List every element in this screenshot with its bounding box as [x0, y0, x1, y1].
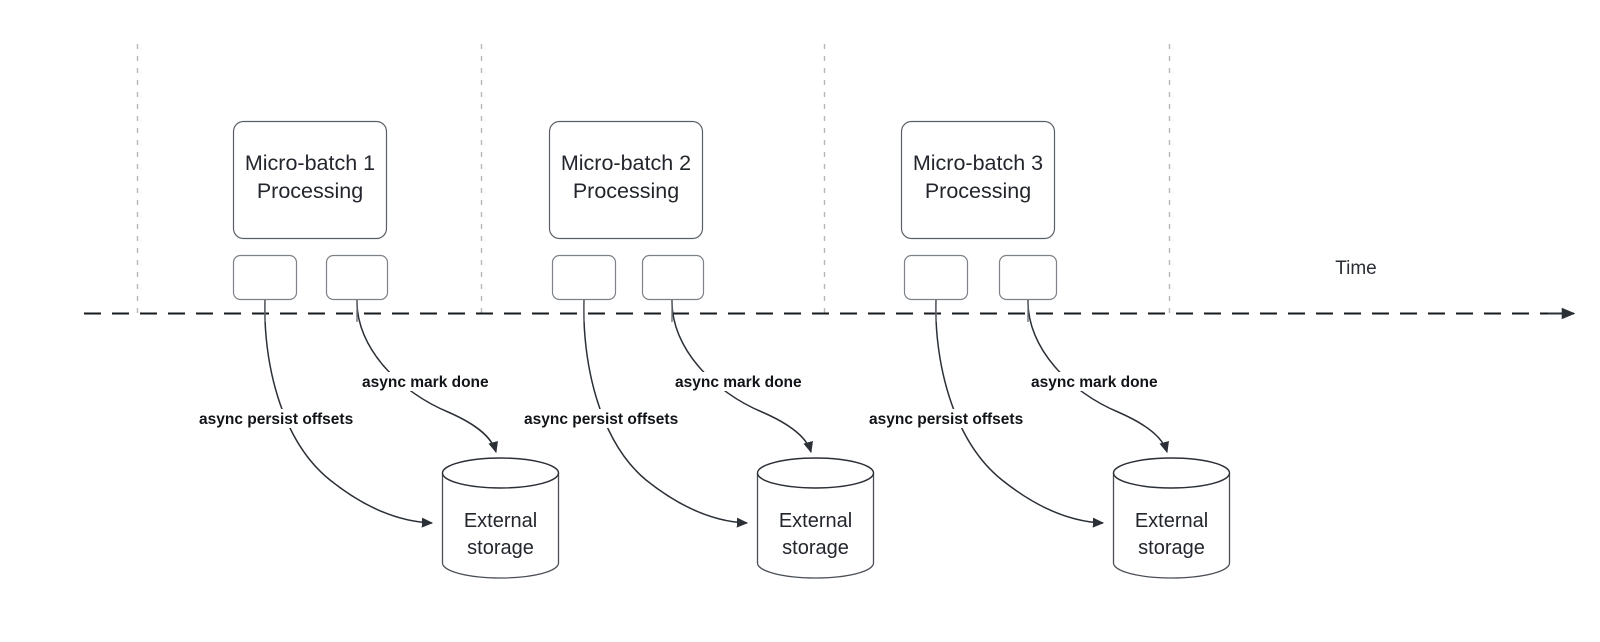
batch-3-persist-label-bg — [866, 409, 1046, 428]
edge-batch-1-mark-done — [356, 299, 498, 454]
batch-group-3: Micro-batch 3 Processing External storag… — [866, 120, 1231, 579]
edge-batch-2-persist-offsets — [583, 299, 749, 528]
batch-2-storage-line1: External — [779, 510, 852, 532]
batch-2-mark-done-label-bg — [671, 372, 815, 391]
batch-3-task-b-box[interactable] — [998, 254, 1058, 301]
edge-batch-3-mark-done — [1027, 299, 1169, 454]
batch-3-mark-done-label: async mark done — [1031, 374, 1158, 391]
batch-3-storage-line1: External — [1135, 510, 1208, 532]
batch-2-title-line1: Micro-batch 2 — [561, 151, 691, 175]
batch-2-persist-offsets-label: async persist offsets — [524, 411, 678, 428]
batch-3-storage-line2: storage — [1138, 537, 1205, 559]
time-axis: Time — [84, 258, 1576, 320]
batch-1-persist-offsets-label: async persist offsets — [199, 411, 353, 428]
batch-2-mark-done-label: async mark done — [675, 374, 802, 391]
timeline-dividers — [136, 44, 1171, 313]
batch-1-processing-box[interactable] — [232, 120, 388, 240]
batch-3-title-line1: Micro-batch 3 — [913, 151, 1043, 175]
batch-3-mark-done-label-bg — [1028, 372, 1172, 391]
batch-1-mark-done-label-bg — [358, 372, 502, 391]
batch-2-title-line2: Processing — [573, 179, 679, 203]
batch-2-processing-box[interactable] — [548, 120, 704, 240]
batch-1-task-a-box[interactable] — [232, 254, 298, 301]
batch-2-task-b-box[interactable] — [641, 254, 705, 301]
batch-1-task-b-box[interactable] — [325, 254, 389, 301]
batch-1-mark-done-label: async mark done — [362, 374, 489, 391]
batch-3-processing-box[interactable] — [900, 120, 1056, 240]
batch-1-persist-label-bg — [196, 409, 376, 428]
batch-2-persist-label-bg — [521, 409, 701, 428]
edge-batch-1-persist-offsets — [264, 299, 434, 528]
batch-1-title-line2: Processing — [257, 179, 363, 203]
batch-1-external-storage[interactable]: External storage — [441, 457, 560, 579]
batch-2-storage-line2: storage — [782, 537, 849, 559]
batch-3-external-storage[interactable]: External storage — [1112, 457, 1231, 579]
batch-2-task-a-box[interactable] — [551, 254, 617, 301]
batch-2-external-storage[interactable]: External storage — [756, 457, 875, 579]
edge-batch-2-mark-done — [671, 299, 813, 454]
batch-group-1: Micro-batch 1 Processing External storag… — [196, 120, 560, 579]
batch-1-storage-line1: External — [464, 510, 537, 532]
time-axis-label: Time — [1335, 258, 1377, 279]
batch-1-storage-line2: storage — [467, 537, 534, 559]
batch-3-title-line2: Processing — [925, 179, 1031, 203]
edge-batch-3-persist-offsets — [935, 299, 1105, 528]
batch-1-title-line1: Micro-batch 1 — [245, 151, 375, 175]
batch-group-2: Micro-batch 2 Processing External storag… — [521, 120, 875, 579]
batch-3-task-a-box[interactable] — [903, 254, 969, 301]
batch-3-persist-offsets-label: async persist offsets — [869, 411, 1023, 428]
